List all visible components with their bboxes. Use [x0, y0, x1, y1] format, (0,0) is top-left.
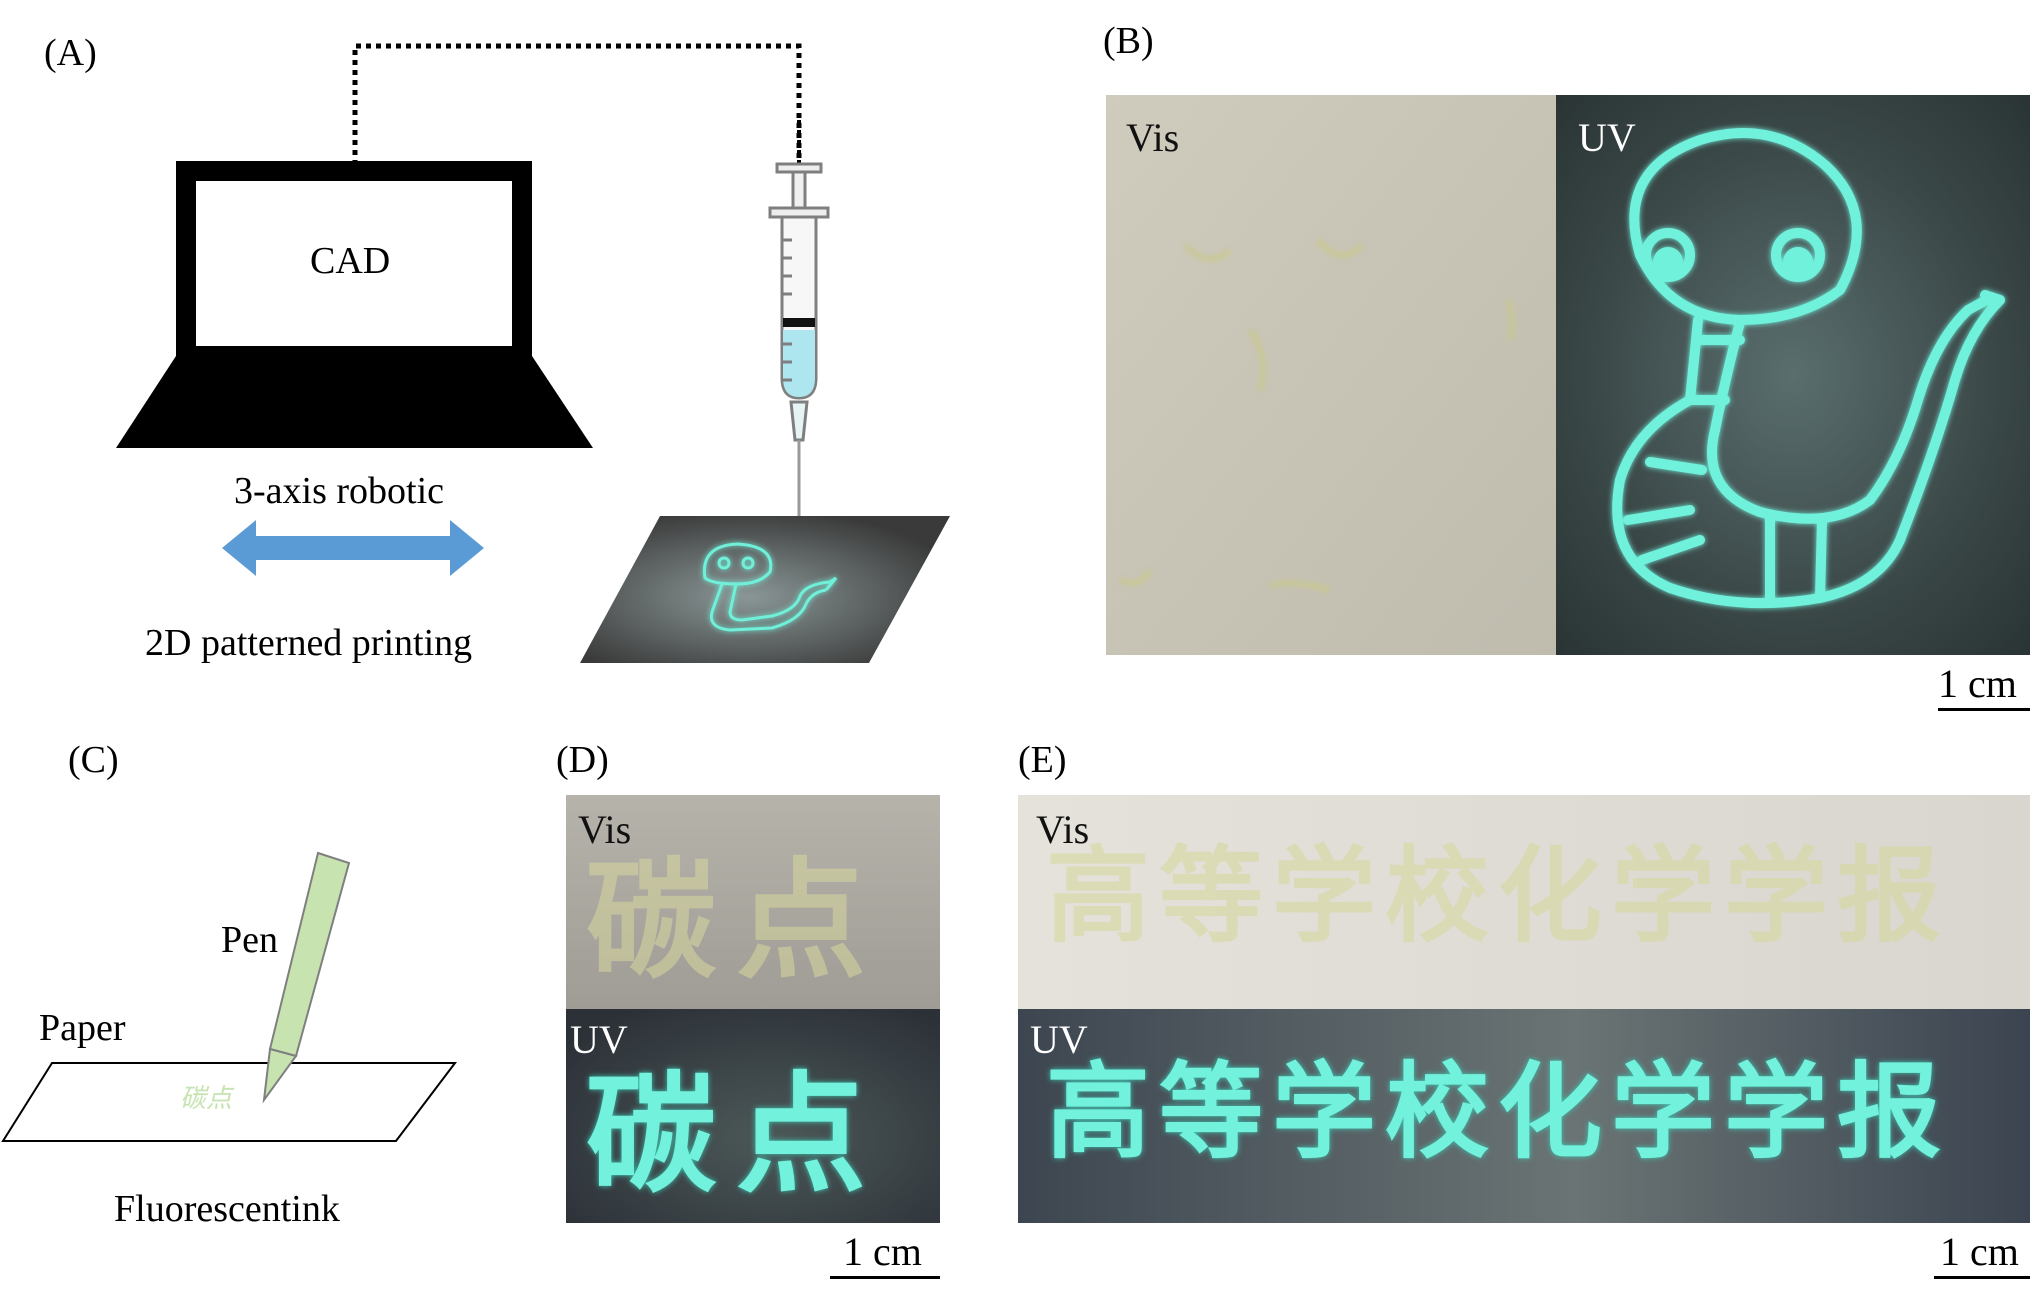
mini-snake-drawing	[702, 542, 838, 632]
panel-e-scale-text: 1 cm	[1940, 1229, 2019, 1274]
panel-e-scale-bar	[1934, 1276, 2030, 1279]
panel-e-uv-text: 高等学校化学学报	[1046, 1051, 1951, 1173]
pen-icon	[262, 851, 351, 1104]
printing-plate	[580, 516, 950, 663]
panel-label-e: (E)	[1018, 739, 1067, 781]
photo-b	[1106, 95, 2030, 655]
panel-b-scale-bar	[1938, 708, 2030, 711]
panel-d-vis-label: Vis	[578, 807, 632, 852]
uv-snake	[1612, 128, 2005, 609]
ink-label: Fluorescentink	[114, 1188, 340, 1230]
syringe-icon	[768, 120, 830, 548]
panel-e-uv-label: UV	[1030, 1017, 1088, 1062]
photo-d	[566, 795, 940, 1223]
arrow-caption-bottom: 2D patterned printing	[145, 622, 473, 664]
vis-faint-snake	[1118, 238, 1516, 593]
panel-label-c: (C)	[68, 739, 119, 781]
panel-d-scale-bar	[830, 1276, 940, 1279]
panel-d-uv-label: UV	[570, 1017, 628, 1062]
panel-label-d: (D)	[556, 739, 609, 781]
panel-d-scale-text: 1 cm	[843, 1229, 922, 1274]
panel-b-uv-label: UV	[1578, 115, 1636, 160]
panel-e-vis-text: 高等学校化学学报	[1046, 835, 1951, 957]
panel-label-a: (A)	[44, 32, 97, 74]
panel-b-scale-text: 1 cm	[1938, 661, 2017, 706]
laptop-screen-text: CAD	[310, 240, 391, 282]
written-ink-text: 碳点	[180, 1084, 233, 1114]
laptop-icon	[116, 161, 593, 448]
pen-label: Pen	[221, 919, 278, 961]
paper-sheet	[1, 1062, 458, 1142]
paper-label: Paper	[39, 1007, 126, 1049]
panel-d-uv-text: 碳点	[586, 1059, 887, 1211]
panel-b-vis-label: Vis	[1126, 115, 1180, 160]
panel-e-vis-label: Vis	[1036, 807, 1090, 852]
panel-d-vis-text: 碳点	[586, 845, 887, 997]
arrow-caption-top: 3-axis robotic	[234, 470, 445, 512]
double-arrow-icon	[222, 520, 484, 576]
photo-e	[1018, 795, 2030, 1223]
dotted-cable	[352, 43, 802, 165]
panel-label-b: (B)	[1103, 20, 1154, 62]
